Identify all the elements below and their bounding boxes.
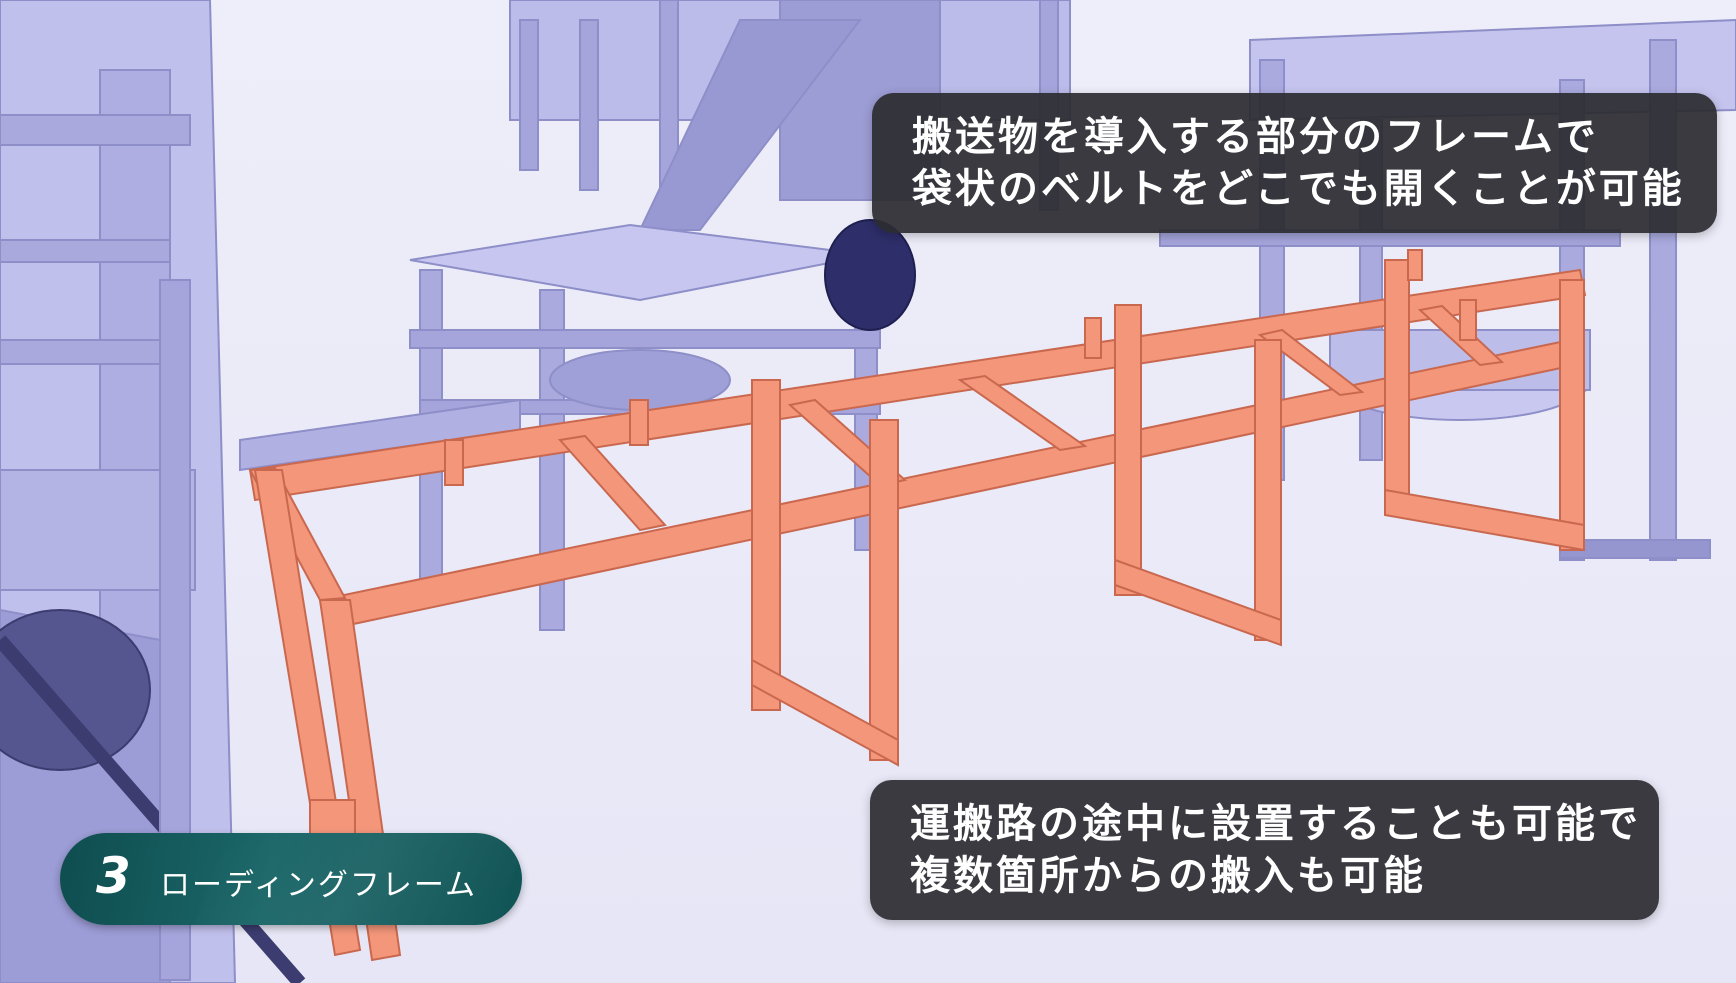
section-badge: 3 ローディングフレーム bbox=[60, 833, 522, 925]
section-number: 3 bbox=[96, 847, 131, 905]
caption-bottom-line-1: 運搬路の途中に設置することも可能で bbox=[910, 801, 1641, 847]
caption-top-line-1: 搬送物を導入する部分のフレームで bbox=[912, 114, 1599, 160]
caption-top: 搬送物を導入する部分のフレームで 袋状のベルトをどこでも開くことが可能 bbox=[872, 93, 1717, 233]
section-title: ローディングフレーム bbox=[160, 868, 477, 903]
caption-top-line-2: 袋状のベルトをどこでも開くことが可能 bbox=[912, 166, 1685, 212]
caption-bottom: 運搬路の途中に設置することも可能で 複数箇所からの搬入も可能 bbox=[870, 780, 1659, 920]
top-tower bbox=[509, 0, 1071, 231]
caption-bottom-line-2: 複数箇所からの搬入も可能 bbox=[910, 853, 1426, 899]
left-tower bbox=[0, 0, 306, 983]
